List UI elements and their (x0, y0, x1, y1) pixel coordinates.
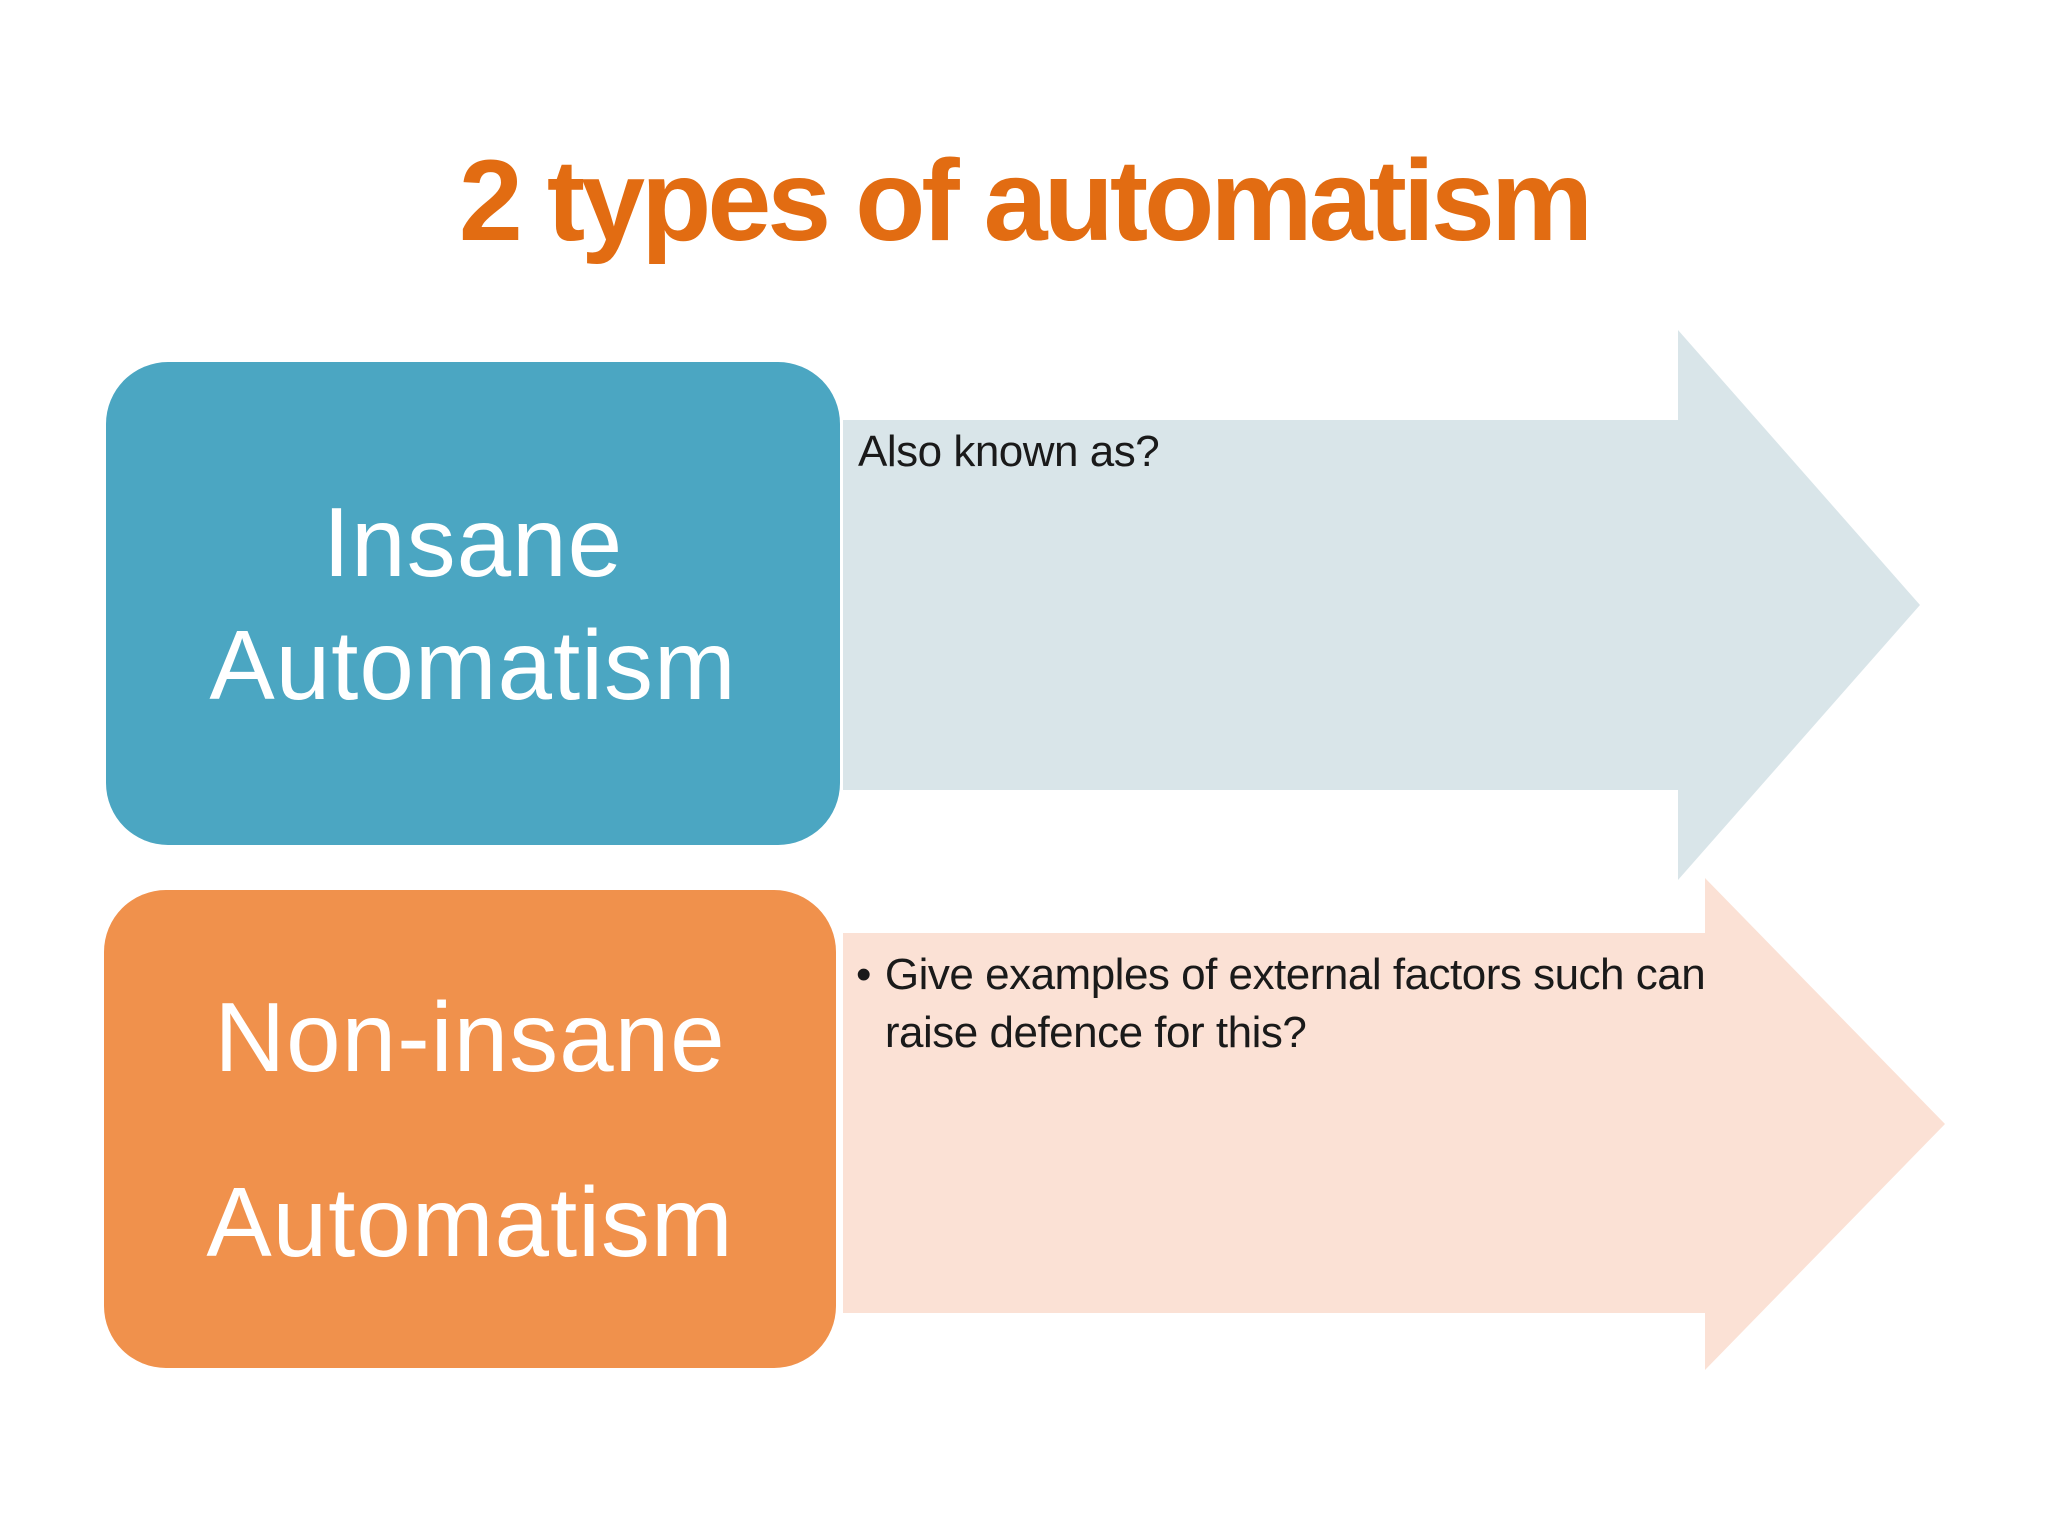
insane-box-label-line2: Automatism (209, 610, 737, 720)
non-insane-box-label-line1: Non-insane (214, 981, 726, 1092)
give-examples-text: Give examples of external factors such c… (884, 946, 1706, 1062)
give-examples-line2: raise defence for this? (884, 1008, 1307, 1058)
give-examples-line1: Give examples of external factors such c… (884, 950, 1706, 999)
non-insane-box-label-line2: Automatism (206, 1166, 734, 1277)
insane-arrow-shape (843, 330, 1920, 880)
non-insane-arrow-shape (843, 878, 1945, 1370)
non-insane-automatism-box: Non-insane Automatism (104, 890, 836, 1368)
insane-box-label-line1: Insane (322, 487, 624, 597)
also-known-as-text: Also known as? (858, 427, 1160, 476)
bullet-marker: • (856, 950, 871, 999)
insane-automatism-box: Insane Automatism (106, 362, 840, 845)
slide-title: 2 types of automatism (458, 137, 1593, 265)
give-examples-text-block: • Give examples of external factors such… (856, 946, 1706, 1062)
